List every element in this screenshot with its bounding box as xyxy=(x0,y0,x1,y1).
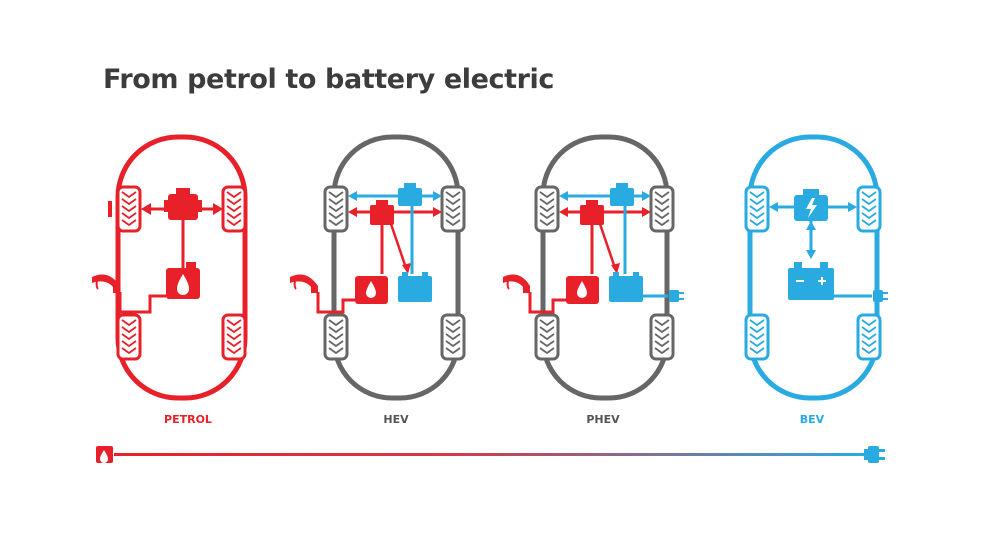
rear-right-wheel xyxy=(440,313,466,361)
electric-motor-icon xyxy=(610,183,634,206)
petrol-to-electric-scale xyxy=(96,446,885,463)
charging-plug-icon xyxy=(873,290,888,302)
car-body-outline xyxy=(540,134,670,401)
charging-plug-icon xyxy=(669,290,684,302)
front-right-wheel xyxy=(856,185,882,233)
fuel-tank-icon xyxy=(355,276,388,304)
battery-icon xyxy=(609,272,643,302)
car-body-outline xyxy=(331,134,461,401)
rear-right-wheel xyxy=(856,313,882,361)
vehicle-label-hev: HEV xyxy=(383,413,409,426)
rear-right-wheel xyxy=(649,313,675,361)
front-right-wheel xyxy=(440,185,466,233)
rear-left-wheel xyxy=(323,313,349,361)
vehicle-petrol: PETROL xyxy=(92,134,248,426)
battery-icon xyxy=(788,262,834,300)
front-right-wheel xyxy=(221,185,247,233)
front-left-wheel xyxy=(323,185,349,233)
front-left-wheel xyxy=(534,185,560,233)
fuel-tank-icon xyxy=(566,276,599,304)
car-body-outline xyxy=(747,134,880,401)
rear-left-wheel xyxy=(744,313,770,361)
front-right-wheel xyxy=(649,185,675,233)
petrol-engine-icon xyxy=(164,188,202,220)
rear-left-wheel xyxy=(116,313,142,361)
fuel-nozzle-icon xyxy=(290,274,318,293)
petrol-engine-icon xyxy=(370,200,394,225)
petrol-engine-icon xyxy=(580,200,604,225)
vehicle-label-bev: BEV xyxy=(800,413,825,426)
vehicle-hev: HEV xyxy=(290,134,466,426)
front-left-wheel xyxy=(116,185,142,233)
vehicle-bev: BEV xyxy=(744,134,888,426)
fuel-pump-icon xyxy=(96,446,113,463)
gradient-scale-line xyxy=(114,453,864,456)
front-left-wheel xyxy=(744,185,770,233)
rear-left-wheel xyxy=(534,313,560,361)
page-title: From petrol to battery electric xyxy=(103,64,554,95)
fuel-nozzle-icon xyxy=(503,274,530,293)
electric-plug-icon xyxy=(864,446,885,463)
vehicle-label-petrol: PETROL xyxy=(164,413,212,426)
vehicle-label-phev: PHEV xyxy=(586,413,620,426)
battery-icon xyxy=(398,272,432,302)
fuel-nozzle-icon xyxy=(92,274,120,293)
rear-right-wheel xyxy=(221,313,247,361)
vehicle-phev: PHEV xyxy=(503,134,684,426)
fuel-tank-icon xyxy=(166,262,200,299)
electric-motor-icon xyxy=(398,183,422,206)
car-body-outline xyxy=(115,134,248,401)
electric-motor-icon xyxy=(794,189,828,221)
